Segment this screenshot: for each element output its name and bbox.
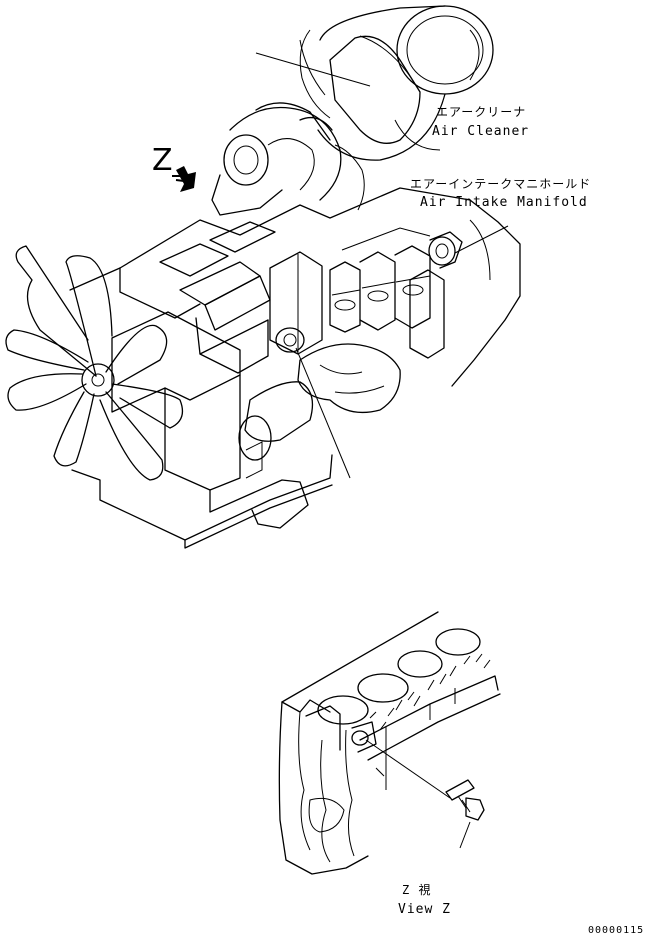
- air-intake-manifold-label-en: Air Intake Manifold: [420, 195, 588, 210]
- turbocharger-drawing: [211, 102, 365, 216]
- air-cleaner-drawing: [255, 5, 494, 161]
- view-z-label-en: View Z: [398, 902, 451, 917]
- view-direction-arrow-icon: [172, 166, 196, 192]
- air-cleaner-label-en: Air Cleaner: [432, 124, 530, 139]
- drawing-number: 00000115: [588, 925, 645, 936]
- engine-block-drawing: [5, 187, 521, 549]
- view-z-label-jp: Z 視: [402, 883, 432, 897]
- view-z-letter: Z: [152, 143, 173, 178]
- air-cleaner-label-jp: エアークリーナ: [436, 105, 527, 119]
- air-intake-manifold-label-jp: エアーインテークマニホールド: [410, 177, 592, 191]
- view-z-block-drawing: [278, 611, 501, 875]
